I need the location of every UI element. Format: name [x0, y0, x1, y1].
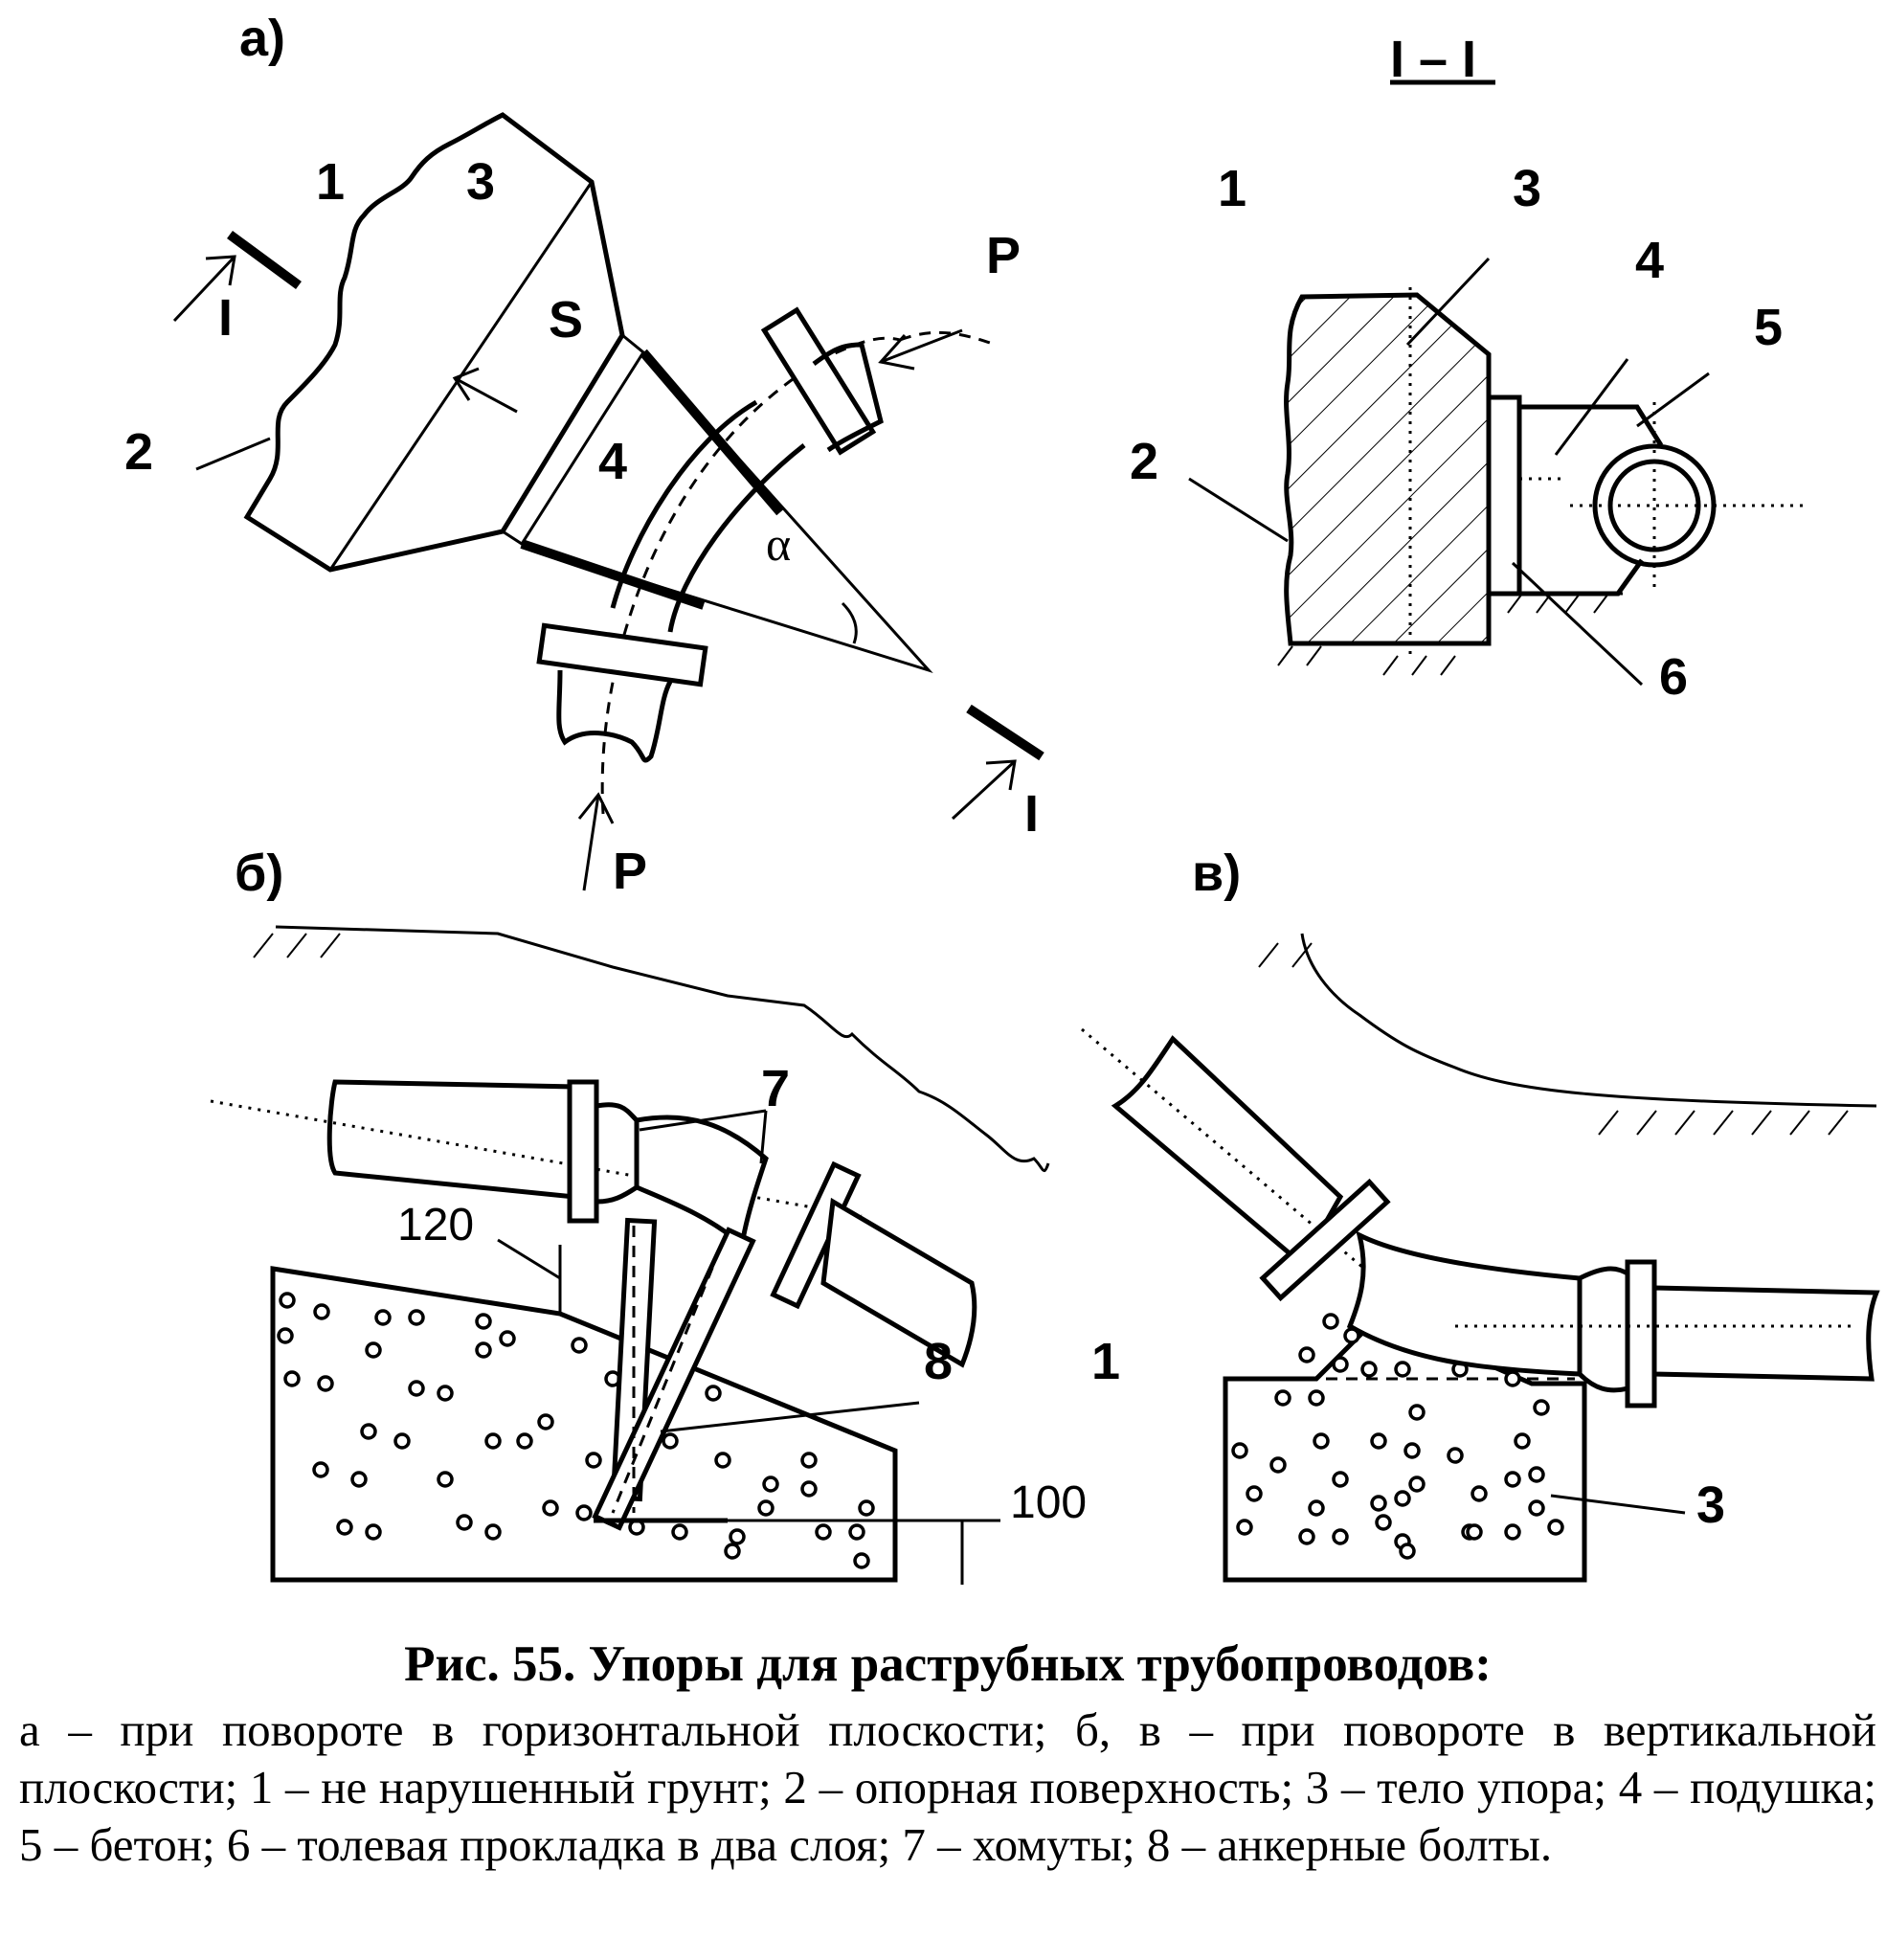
label-a-3: 3: [466, 153, 495, 211]
view-a-title: а): [239, 10, 285, 67]
dim-100: 100: [1010, 1477, 1087, 1528]
flange-upper-a: [760, 306, 877, 456]
view-v-vertical-bend: в): [1081, 845, 1880, 1583]
pipe-left-v: [1111, 1035, 1344, 1268]
view-b-vertical-bend: б): [210, 845, 1120, 1585]
label-a-4: 4: [598, 433, 627, 490]
flange-right-v: [1625, 1259, 1657, 1408]
view-b-title: б): [235, 845, 283, 902]
pipe-axis-a: [600, 336, 901, 815]
label-p-top: P: [986, 227, 1021, 284]
aggregate-b: [277, 1292, 875, 1569]
label-a-1: 1: [316, 153, 345, 211]
flange-left-b: [567, 1079, 599, 1224]
label-v-3: 3: [1696, 1476, 1725, 1534]
section-mark-left: [227, 230, 302, 290]
pipe-right-v: [1651, 1285, 1880, 1382]
pipe-left-b: [326, 1079, 577, 1200]
label-alpha: α: [766, 517, 791, 571]
bell-left-b: [595, 1102, 640, 1205]
bend-v: [1346, 1230, 1583, 1377]
flow-arrow-top: [880, 328, 963, 364]
figure-caption: Рис. 55. Упоры для раструбных трубопрово…: [19, 1633, 1876, 1874]
label-b-7: 7: [761, 1060, 790, 1117]
aggregate-v: [1231, 1313, 1564, 1560]
ground-hatch-v: [1258, 942, 1849, 1136]
alpha-arc: [841, 601, 858, 644]
section-label-left: I: [218, 289, 233, 347]
ground-hatch-b: [253, 933, 341, 958]
section-block-body: [1284, 292, 1492, 646]
section-label-right: I: [1024, 785, 1039, 843]
section-title: I – I: [1390, 31, 1476, 88]
pipe-right-b: [820, 1197, 977, 1368]
view-a-horizontal-bend: а) 1 3: [124, 10, 1044, 900]
caption-title: Рис. 55. Упоры для раструбных трубопрово…: [404, 1636, 1492, 1692]
bend-pipe-inner: [667, 443, 806, 633]
label-s: S: [549, 291, 583, 349]
label-sec-2: 2: [1130, 433, 1158, 490]
section-mark-right: [966, 704, 1044, 761]
pipe-lower-stub: [556, 669, 673, 763]
felt-layer: [1486, 394, 1522, 597]
thrust-block-outline: [243, 112, 625, 573]
label-p-bottom: P: [613, 843, 647, 900]
label-sec-5: 5: [1754, 299, 1783, 356]
label-a-2: 2: [124, 423, 153, 481]
flange-left-v: [1259, 1178, 1391, 1302]
thrust-arrow: [454, 376, 518, 414]
concrete-bed-outline: [1519, 404, 1664, 597]
label-b-1: 1: [1091, 1333, 1120, 1390]
pipe-upper-stub: [812, 342, 884, 453]
caption-body: а – при повороте в горизонтальной плоско…: [19, 1703, 1876, 1871]
section-i-i: I – I 1 3 4 5 2 6: [1130, 31, 1809, 706]
label-sec-6: 6: [1659, 648, 1688, 706]
label-sec-3: 3: [1513, 160, 1541, 217]
flange-lower-a: [536, 622, 708, 687]
label-sec-1: 1: [1218, 160, 1246, 217]
ground-surface-v: [1300, 933, 1877, 1108]
pad-edge-lower: [520, 539, 706, 610]
dim-120: 120: [397, 1200, 474, 1250]
section-ground-hatch: [1277, 593, 1609, 676]
bend-pipe-outer: [610, 399, 758, 609]
bell-right-v: [1577, 1266, 1630, 1393]
label-b-8: 8: [924, 1333, 953, 1390]
pipeline-thrust-blocks-figure: а) 1 3: [124, 10, 1880, 1585]
flow-arrow-bottom: [582, 794, 600, 891]
label-sec-4: 4: [1635, 232, 1664, 289]
view-v-title: в): [1192, 845, 1241, 902]
ground-surface-b: [275, 925, 1050, 1173]
thrust-block-b: [270, 1266, 898, 1583]
